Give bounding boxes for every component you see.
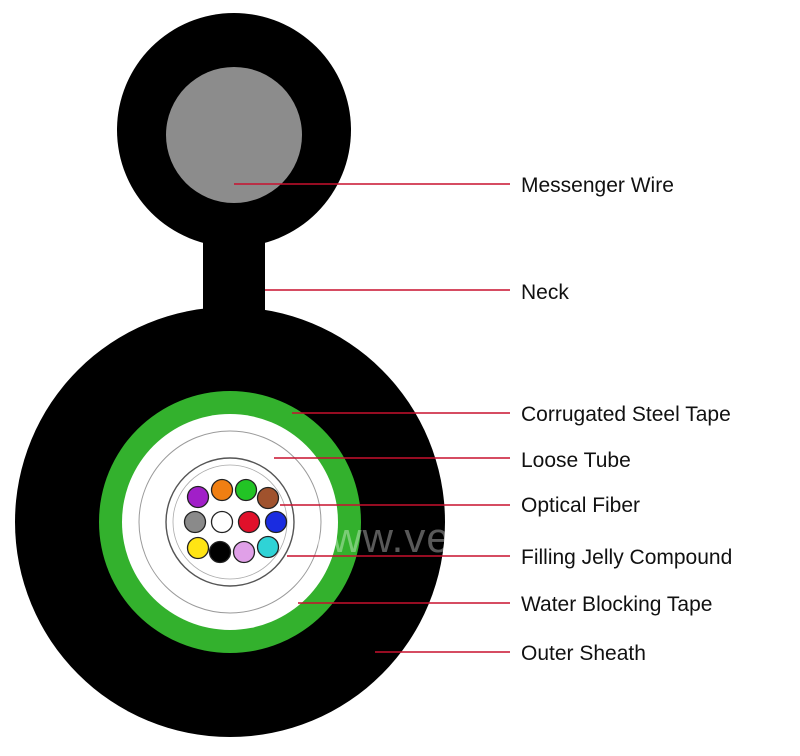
optical-fiber-orange	[210, 478, 234, 502]
loose-tube	[165, 457, 295, 587]
optical-fiber-red	[237, 510, 261, 534]
label-water-blocking-tape: Water Blocking Tape	[521, 593, 712, 616]
label-filling-jelly-compound: Filling Jelly Compound	[521, 546, 732, 569]
label-loose-tube: Loose Tube	[521, 449, 631, 472]
label-neck: Neck	[521, 281, 569, 304]
messenger-wire-core	[166, 67, 302, 203]
label-outer-sheath: Outer Sheath	[521, 642, 646, 665]
label-messenger-wire: Messenger Wire	[521, 174, 674, 197]
optical-fiber-yellow	[186, 536, 210, 560]
leader-lines	[234, 183, 510, 653]
optical-fiber-violet	[186, 485, 210, 509]
optical-fiber-brown	[256, 486, 280, 510]
optical-fibers	[183, 478, 288, 564]
label-optical-fiber: Optical Fiber	[521, 494, 640, 517]
optical-fiber-blue	[264, 510, 288, 534]
water-blocking-tape-ring	[138, 430, 322, 614]
optical-fiber-white	[210, 510, 234, 534]
optical-fiber-green	[234, 478, 258, 502]
optical-fiber-black	[208, 540, 232, 564]
optical-fiber-aqua	[256, 535, 280, 559]
optical-fiber-rose	[232, 540, 256, 564]
label-corrugated-steel-tape: Corrugated Steel Tape	[521, 403, 731, 426]
watermark: www.veivot.com	[299, 514, 615, 561]
optical-fiber-slate	[183, 510, 207, 534]
